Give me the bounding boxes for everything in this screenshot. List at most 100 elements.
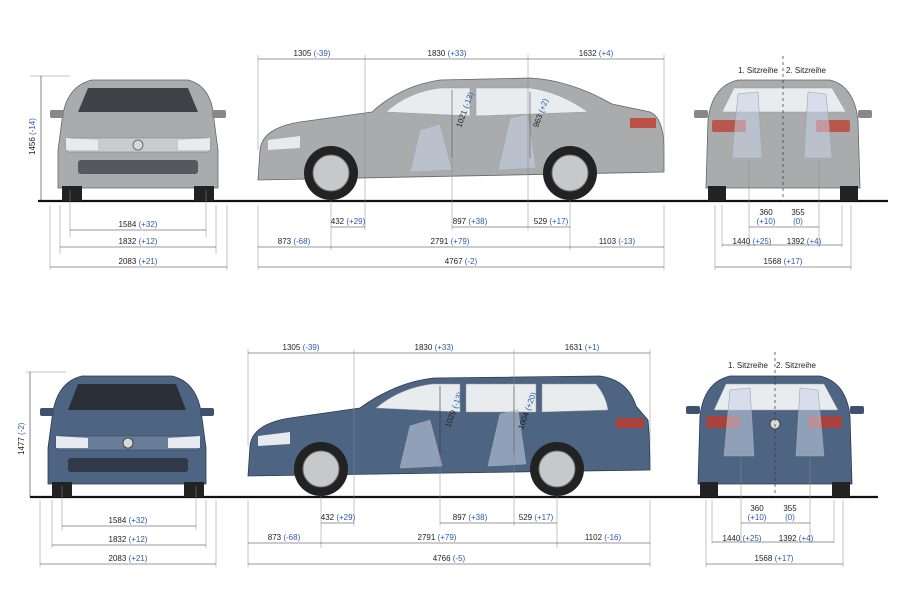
sedan-top3-label: 1632 (+4)	[579, 49, 614, 58]
variant-d529-label: 529 (+17)	[519, 513, 554, 522]
variant-side-window-mid	[465, 383, 537, 413]
sedan-top1-label: 1305 (-39)	[294, 49, 331, 58]
sedan-front-headlight-right	[178, 138, 210, 150]
variant-front-headlight-left	[56, 436, 88, 448]
sedan-mirrors-label: 2083 (+21)	[119, 257, 158, 266]
sedan-rear-mirror-right	[858, 110, 872, 118]
variant-front-headlight-right	[168, 436, 200, 448]
variant-row2-label: 2. Sitzreihe	[776, 361, 817, 370]
sedan-height-label: 1456 (-14)	[28, 118, 37, 155]
sedan-side-window-front	[385, 87, 471, 117]
variant-side-rim-front	[302, 450, 340, 488]
sedan-front-headlight-left	[66, 138, 98, 150]
sedan-row1-label: 1. Sitzreihe	[738, 66, 779, 75]
sedan-side-rim-front	[312, 154, 350, 192]
sedan-d529-label: 529 (+17)	[534, 217, 569, 226]
variant-d355-delta: (0)	[785, 513, 795, 522]
sedan-d355-value: 355	[791, 208, 805, 217]
variant-seat-front	[399, 419, 443, 469]
vw-logo-icon	[122, 437, 134, 449]
sedan-front-mirror-left	[50, 110, 64, 118]
sedan-d355-delta: (0)	[793, 217, 803, 226]
sedan-rear-view	[694, 56, 872, 201]
vw-logo-icon	[132, 139, 144, 151]
sedan-front-view	[50, 79, 226, 201]
sedan-d897-label: 897 (+38)	[453, 217, 488, 226]
variant-front-view	[40, 375, 214, 497]
sedan-group: 1456 (-14) 1584 (+32) 1832 (+12) 2083 (+…	[28, 49, 888, 270]
variant-d1568-label: 1568 (+17)	[755, 554, 794, 563]
variant-overhangR-label: 1102 (-16)	[585, 533, 622, 542]
sedan-front-windshield	[78, 88, 198, 112]
variant-front-tire-right	[184, 482, 204, 497]
variant-rear-seat-left	[723, 387, 755, 457]
variant-front-lower-grille	[68, 458, 188, 472]
sedan-row2-label: 2. Sitzreihe	[786, 66, 827, 75]
variant-rear-tire-left	[700, 482, 718, 497]
variant-height-label: 1477 (-2)	[17, 422, 26, 455]
variant-rear-tire-right	[832, 482, 850, 497]
sedan-d360-delta: (+10)	[757, 217, 776, 226]
variant-top2-label: 1830 (+33)	[415, 343, 454, 352]
variant-rear-mirror-left	[686, 406, 700, 414]
variant-rear-mirror-right	[850, 406, 864, 414]
sedan-width-label: 1832 (+12)	[119, 237, 158, 246]
sedan-length-label: 4767 (-2)	[445, 257, 478, 266]
sedan-rear-seat-left	[731, 91, 763, 159]
variant-group: 1477 (-2) 1584 (+32) 1832 (+12) 2083 (+2…	[17, 343, 878, 567]
sedan-front-tire-left	[62, 186, 82, 201]
sedan-d432-label: 432 (+29)	[331, 217, 366, 226]
variant-side-taillight	[616, 418, 644, 428]
variant-rear-view	[686, 352, 864, 497]
variant-rear-seat-right	[795, 387, 825, 457]
sedan-rear-seat-right	[803, 91, 833, 159]
variant-d1440-label: 1440 (+25)	[723, 534, 762, 543]
variant-side-window-front	[375, 383, 461, 413]
variant-length-label: 4766 (-5)	[433, 554, 466, 563]
sedan-front-lower-grille	[78, 160, 198, 174]
variant-d360-delta: (+10)	[748, 513, 767, 522]
variant-front-windshield	[68, 384, 186, 410]
sedan-top2-label: 1830 (+33)	[428, 49, 467, 58]
variant-d1392-label: 1392 (+4)	[779, 534, 814, 543]
variant-top3-label: 1631 (+1)	[565, 343, 600, 352]
sedan-d1568-label: 1568 (+17)	[764, 257, 803, 266]
variant-wheelbase-label: 2791 (+79)	[418, 533, 457, 542]
sedan-d1440-label: 1440 (+25)	[733, 237, 772, 246]
variant-front-mirror-right	[200, 408, 214, 416]
variant-top1-label: 1305 (-39)	[283, 343, 320, 352]
variant-d897-label: 897 (+38)	[453, 513, 488, 522]
variant-track-label: 1584 (+32)	[109, 516, 148, 525]
sedan-front-tire-right	[194, 186, 214, 201]
sedan-overhangF-label: 873 (-68)	[278, 237, 311, 246]
variant-side-view	[247, 375, 651, 496]
variant-front-mirror-left	[40, 408, 54, 416]
variant-width-label: 1832 (+12)	[109, 535, 148, 544]
sedan-rear-mirror-left	[694, 110, 708, 118]
sedan-side-window-rear	[475, 87, 589, 117]
sedan-side-view	[257, 77, 665, 200]
sedan-d1392-label: 1392 (+4)	[787, 237, 822, 246]
sedan-rear-tire-right	[840, 186, 858, 201]
variant-row1-label: 1. Sitzreihe	[728, 361, 769, 370]
variant-d355-value: 355	[783, 504, 797, 513]
sedan-side-taillight	[630, 118, 656, 128]
variant-d360-value: 360	[750, 504, 764, 513]
variant-side-headlight	[258, 432, 290, 446]
variant-seat-rear	[487, 409, 527, 467]
sedan-wheelbase-label: 2791 (+79)	[431, 237, 470, 246]
variant-side-rim-rear	[538, 450, 576, 488]
variant-overhangF-label: 873 (-68)	[268, 533, 301, 542]
sedan-front-mirror-right	[212, 110, 226, 118]
sedan-seat-front	[409, 123, 453, 173]
variant-mirrors-label: 2083 (+21)	[109, 554, 148, 563]
sedan-rear-tire-left	[708, 186, 726, 201]
variant-d432-label: 432 (+29)	[321, 513, 356, 522]
sedan-d360-value: 360	[759, 208, 773, 217]
sedan-side-headlight	[268, 136, 300, 150]
variant-side-window-rear	[541, 383, 609, 413]
sedan-side-rim-rear	[551, 154, 589, 192]
sedan-overhangR-label: 1103 (-13)	[599, 237, 636, 246]
